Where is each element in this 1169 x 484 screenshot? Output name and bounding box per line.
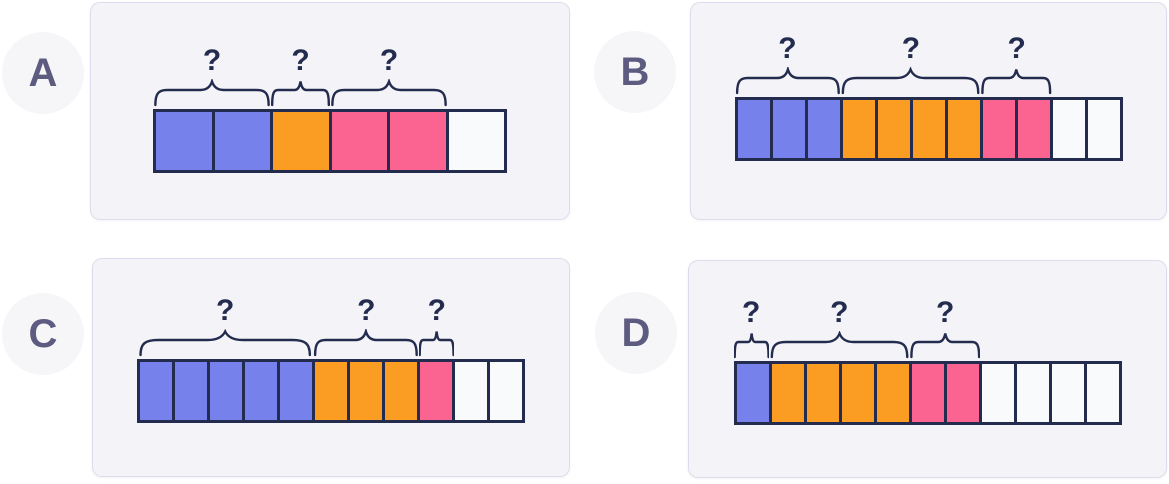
- bar-cell-blue: [736, 364, 772, 422]
- tape-bar: [733, 361, 1122, 425]
- curly-brace-icon: [735, 67, 841, 95]
- brace-group-pink: ?: [330, 45, 448, 107]
- bar-cell-orange: [877, 100, 913, 158]
- bar-cell-orange: [385, 362, 420, 420]
- bar-cell-pink: [1017, 100, 1053, 158]
- brace-group-orange: ?: [769, 297, 910, 359]
- bar-cell-empty: [1052, 100, 1088, 158]
- brace-group-pink: ?: [419, 295, 454, 357]
- bar-cell-empty: [1086, 364, 1119, 422]
- question-mark-label: ?: [778, 32, 797, 65]
- bar-cell-pink: [390, 112, 449, 170]
- bar-cell-blue: [210, 362, 245, 420]
- curly-brace-icon: [271, 79, 330, 107]
- bar-cell-orange: [315, 362, 350, 420]
- question-mark-label: ?: [901, 32, 921, 65]
- bar-cell-pink: [420, 362, 455, 420]
- bar-cell-empty: [490, 362, 522, 420]
- brace-group-blue: ?: [153, 45, 271, 107]
- bar-cell-empty: [1016, 364, 1052, 422]
- option-letter: A: [28, 51, 58, 95]
- bar-cell-blue: [737, 100, 773, 158]
- curly-brace-icon: [981, 67, 1052, 95]
- bar-cell-blue: [807, 100, 843, 158]
- braces-row: ???: [734, 297, 1122, 359]
- bar-cell-orange: [771, 364, 807, 422]
- bar-cell-pink: [331, 112, 390, 170]
- curly-brace-icon: [313, 329, 419, 357]
- bar-cell-empty: [448, 112, 504, 170]
- tape-diagram: ???: [137, 295, 525, 423]
- braces-row: ???: [137, 295, 525, 357]
- option-badge: D: [595, 292, 677, 374]
- brace-group-blue: ?: [734, 297, 769, 359]
- tape-bar: [734, 97, 1123, 161]
- curly-brace-icon: [330, 79, 448, 107]
- bar-cell-blue: [280, 362, 315, 420]
- question-mark-label: ?: [357, 294, 376, 327]
- option-badge: C: [2, 293, 84, 375]
- option-badge: B: [594, 31, 676, 113]
- option-badge: A: [2, 32, 84, 114]
- bar-cell-orange: [806, 364, 842, 422]
- bar-cell-orange: [876, 364, 912, 422]
- braces-row: ???: [153, 45, 507, 107]
- bar-cell-blue: [156, 112, 215, 170]
- curly-brace-icon: [840, 67, 981, 95]
- curly-brace-icon: [419, 329, 454, 357]
- bar-cell-pink: [911, 364, 947, 422]
- question-mark-label: ?: [935, 296, 955, 329]
- curly-brace-icon: [769, 331, 910, 359]
- curly-brace-icon: [153, 79, 271, 107]
- question-mark-label: ?: [427, 294, 446, 327]
- tape-diagram: ???: [733, 297, 1122, 425]
- question-mark-label: ?: [1007, 32, 1026, 65]
- bar-cell-orange: [842, 100, 878, 158]
- bar-cell-orange: [273, 112, 332, 170]
- tape-diagram: ???: [734, 33, 1123, 161]
- bar-cell-blue: [140, 362, 175, 420]
- option-card[interactable]: ???: [688, 260, 1167, 478]
- bar-cell-orange: [841, 364, 877, 422]
- bar-cell-blue: [245, 362, 280, 420]
- brace-group-orange: ?: [313, 295, 419, 357]
- bar-cell-blue: [214, 112, 273, 170]
- tape-bar: [153, 109, 507, 173]
- bar-cell-orange: [350, 362, 385, 420]
- bar-cell-pink: [946, 364, 982, 422]
- option-letter: B: [620, 50, 650, 94]
- bar-cell-blue: [772, 100, 808, 158]
- option-card[interactable]: ???: [90, 2, 570, 220]
- question-mark-label: ?: [216, 294, 235, 327]
- bar-cell-empty: [1087, 100, 1120, 158]
- bar-cell-pink: [982, 100, 1018, 158]
- question-mark-label: ?: [741, 296, 761, 329]
- brace-group-blue: ?: [137, 295, 313, 357]
- bar-cell-orange: [947, 100, 983, 158]
- tape-diagram: ???: [153, 45, 507, 173]
- curly-brace-icon: [734, 331, 769, 359]
- bar-cell-empty: [1051, 364, 1087, 422]
- bar-cell-blue: [175, 362, 210, 420]
- option-card[interactable]: ???: [690, 2, 1167, 220]
- brace-group-orange: ?: [840, 33, 981, 95]
- tape-bar: [137, 359, 525, 423]
- brace-group-orange: ?: [271, 45, 330, 107]
- question-mark-label: ?: [202, 44, 222, 77]
- brace-group-pink: ?: [910, 297, 981, 359]
- question-mark-label: ?: [291, 44, 310, 77]
- option-letter: D: [621, 311, 651, 355]
- question-mark-label: ?: [830, 296, 849, 329]
- curly-brace-icon: [910, 331, 981, 359]
- bar-cell-empty: [981, 364, 1017, 422]
- option-card[interactable]: ???: [92, 258, 570, 477]
- brace-group-blue: ?: [735, 33, 841, 95]
- curly-brace-icon: [137, 329, 313, 357]
- brace-group-pink: ?: [981, 33, 1052, 95]
- bar-cell-orange: [912, 100, 948, 158]
- option-letter: C: [28, 312, 58, 356]
- question-mark-label: ?: [379, 44, 399, 77]
- braces-row: ???: [735, 33, 1123, 95]
- bar-cell-empty: [455, 362, 490, 420]
